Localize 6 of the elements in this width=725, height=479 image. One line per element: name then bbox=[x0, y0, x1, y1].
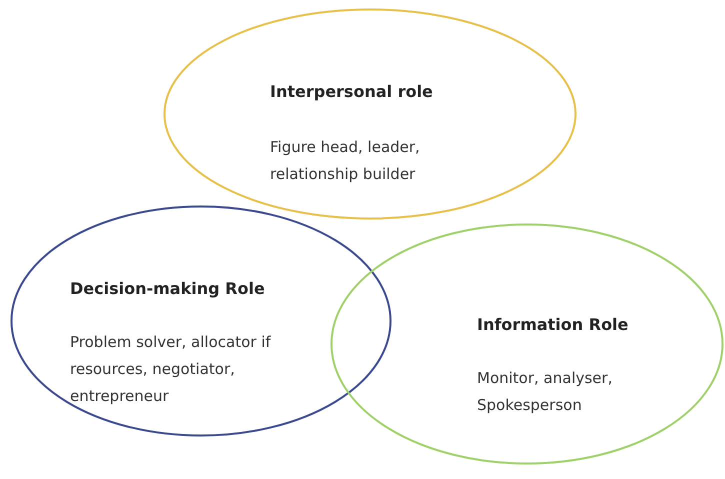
role-description: Problem solver, allocator if resources, negotiator, entrepreneur bbox=[70, 332, 272, 407]
role-description: Monitor, analyser, Spokesperson bbox=[477, 368, 614, 416]
role-description: Figure head, leader, relationship builder bbox=[270, 137, 421, 185]
role-heading: Decision-making Role bbox=[70, 279, 265, 298]
role-heading: Information Role bbox=[477, 315, 628, 334]
role-heading: Interpersonal role bbox=[270, 82, 433, 101]
